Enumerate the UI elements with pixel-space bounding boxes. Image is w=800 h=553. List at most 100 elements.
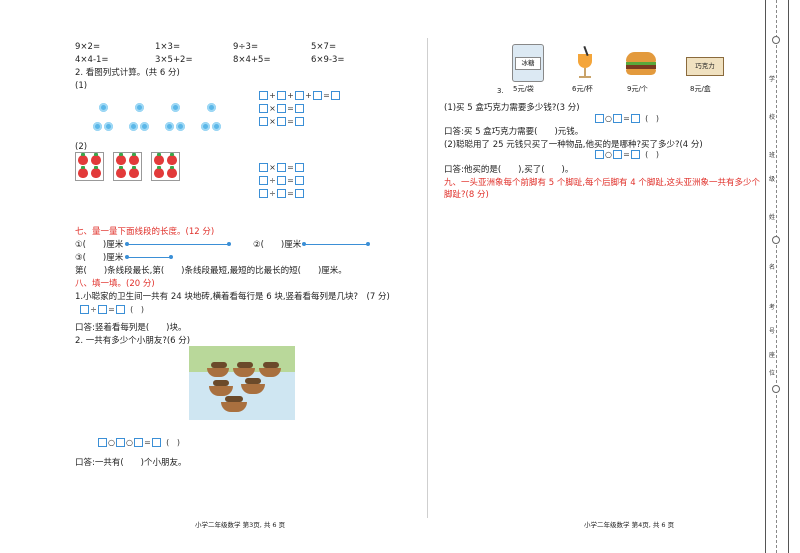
strawberry-icon — [129, 166, 139, 178]
eq-set2-row3: ÷= — [258, 188, 305, 199]
answer-box[interactable] — [631, 150, 640, 159]
answer-box[interactable] — [116, 438, 125, 447]
strawberry-icon — [91, 153, 101, 165]
q3-1-answer: 口答:买 5 盒巧克力需要( )元钱。 — [444, 127, 584, 137]
answer-box[interactable] — [277, 176, 286, 185]
binding-char: 级 — [769, 176, 776, 183]
hamburger-price: 9元/个 — [627, 85, 648, 93]
arith-r1c1: 9×2= — [75, 42, 101, 52]
answer-box[interactable] — [98, 438, 107, 447]
answer-box[interactable] — [259, 91, 268, 100]
section-7-title: 七、量一量下面线段的长度。(12 分) — [75, 227, 215, 237]
answer-box[interactable] — [134, 438, 143, 447]
strawberry-box — [75, 152, 104, 181]
flower-picture — [92, 98, 221, 136]
strawberry-icon — [116, 153, 126, 165]
flower-group — [128, 98, 150, 136]
answer-box[interactable] — [631, 114, 640, 123]
s8-q2-equation: ○○=( ) — [97, 437, 184, 448]
page-divider — [427, 38, 428, 518]
answer-box[interactable] — [331, 91, 340, 100]
binding-dashed-line — [776, 0, 778, 553]
answer-box[interactable] — [152, 438, 161, 447]
sugar-bag-label: 冰糖 — [515, 57, 541, 70]
q3-2: (2)聪聪用了 25 元钱只买了一种物品,他买的是哪种?买了多少?(4 分) — [444, 140, 703, 150]
answer-box[interactable] — [259, 189, 268, 198]
arith-r1c4: 5×7= — [311, 42, 337, 52]
strawberry-icon — [167, 166, 177, 178]
sugar-price: 5元/袋 — [513, 85, 534, 93]
answer-box[interactable] — [277, 189, 286, 198]
answer-box[interactable] — [277, 163, 286, 172]
answer-box[interactable] — [259, 163, 268, 172]
q3-1-equation: ○=( ) — [594, 113, 663, 124]
binding-char: 学 — [769, 76, 776, 83]
answer-box[interactable] — [313, 91, 322, 100]
answer-box[interactable] — [295, 176, 304, 185]
binding-char: 位 — [769, 370, 776, 377]
answer-box[interactable] — [277, 91, 286, 100]
binding-char: 座 — [769, 352, 776, 359]
s8-q1-answer: 口答:竖着看每列是( )块。 — [75, 323, 187, 333]
answer-box[interactable] — [295, 104, 304, 113]
eq-set1-row1: +++= — [258, 90, 341, 101]
q3-label: 3. — [497, 87, 504, 95]
answer-box[interactable] — [277, 117, 286, 126]
chocolate-box-icon: 巧克力 — [686, 57, 724, 76]
answer-box[interactable] — [295, 91, 304, 100]
binding-line-inner — [788, 0, 789, 553]
answer-box[interactable] — [613, 114, 622, 123]
segment-3-end — [169, 255, 173, 259]
answer-box[interactable] — [98, 305, 107, 314]
s8-question-2: 2. 一共有多少个小朋友?(6 分) — [75, 336, 191, 346]
strawberry-box — [151, 152, 180, 181]
answer-box[interactable] — [595, 114, 604, 123]
binding-char: 考 — [769, 304, 776, 311]
flower-group — [200, 98, 222, 136]
answer-box[interactable] — [259, 117, 268, 126]
answer-box[interactable] — [595, 150, 604, 159]
s8-q1-equation: ÷=( ) — [79, 304, 148, 315]
answer-box[interactable] — [295, 189, 304, 198]
strawberry-icon — [78, 153, 88, 165]
segment-1 — [127, 244, 229, 245]
segment-1-end — [227, 242, 231, 246]
answer-box[interactable] — [613, 150, 622, 159]
q3-1: (1)买 5 盒巧克力需要多少钱?(3 分) — [444, 103, 580, 113]
binding-hole — [772, 385, 780, 393]
answer-box[interactable] — [80, 305, 89, 314]
arith-r1c3: 9÷3= — [233, 42, 259, 52]
strawberry-box — [113, 152, 142, 181]
children-boat-picture — [189, 346, 295, 420]
strawberry-icon — [154, 166, 164, 178]
q3-2-equation: ○=( ) — [594, 149, 663, 160]
answer-box[interactable] — [259, 104, 268, 113]
strawberry-icon — [91, 166, 101, 178]
flower-group — [92, 98, 114, 136]
eq-set2-row1: ×= — [258, 162, 305, 173]
section-9-line1: 九、一头亚洲象每个前脚有 5 个脚趾,每个后脚有 4 个脚趾,这头亚洲象一共有多… — [444, 178, 761, 188]
answer-box[interactable] — [116, 305, 125, 314]
binding-char: 号 — [769, 328, 776, 335]
q2-part2-label: (2) — [75, 142, 88, 152]
juice-cup-icon — [573, 45, 597, 80]
sugar-bag-icon: 冰糖 — [512, 44, 544, 82]
binding-char: 名 — [769, 264, 776, 271]
answer-box[interactable] — [295, 117, 304, 126]
binding-char: 班 — [769, 152, 776, 159]
strawberry-icon — [129, 153, 139, 165]
section-9-line2: 脚趾?(8 分) — [444, 190, 489, 200]
answer-box[interactable] — [277, 104, 286, 113]
segment-2-label: ②( )厘米 — [253, 240, 302, 250]
binding-char: 姓 — [769, 214, 776, 221]
answer-box[interactable] — [259, 176, 268, 185]
right-footer: 小学二年级数学 第4页, 共 6 页 — [584, 521, 675, 529]
arith-r1c2: 1×3= — [155, 42, 181, 52]
s8-question-1: 1.小聪家的卫生间一共有 24 块地砖,横着看每行是 6 块,竖着看每列是几块?… — [75, 292, 390, 302]
arith-r2c2: 3×5+2= — [155, 55, 193, 65]
juice-price: 6元/杯 — [572, 85, 593, 93]
answer-box[interactable] — [295, 163, 304, 172]
hamburger-icon — [626, 52, 656, 76]
chocolate-price: 8元/盒 — [690, 85, 711, 93]
section-8-title: 八、填一填。(20 分) — [75, 279, 155, 289]
